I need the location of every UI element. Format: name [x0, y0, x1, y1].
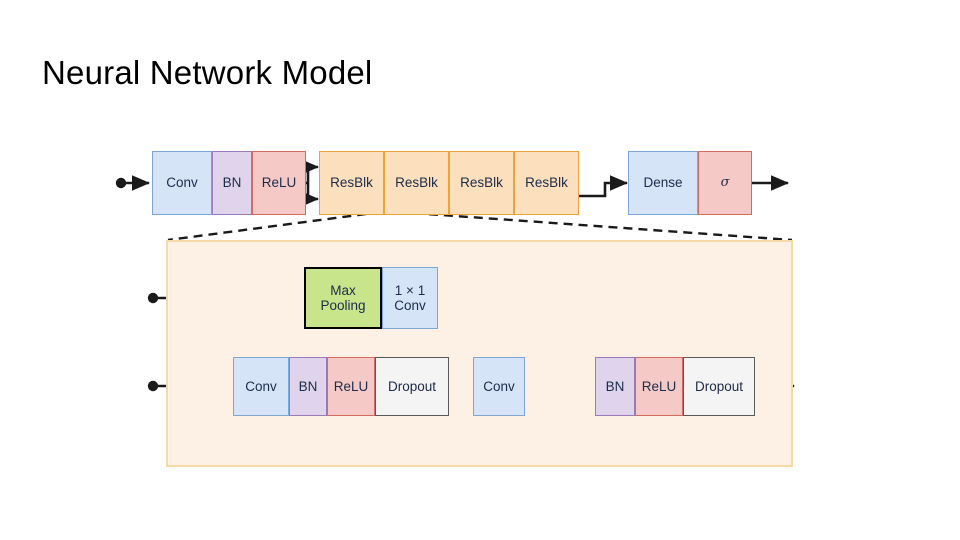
node-detail-dropout-2[interactable]: Dropout [683, 357, 755, 416]
node-stem-bn[interactable]: BN [212, 151, 252, 215]
node-sigmoid[interactable]: σ [698, 151, 752, 215]
node-detail-relu-2[interactable]: ReLU [635, 357, 683, 416]
max-pooling-line1: Max [330, 282, 356, 298]
node-detail-bn-2[interactable]: BN [595, 357, 635, 416]
node-1x1-conv[interactable]: 1 × 1 Conv [382, 267, 438, 329]
node-detail-bn-1[interactable]: BN [289, 357, 327, 416]
node-stem-relu[interactable]: ReLU [252, 151, 306, 215]
node-detail-conv-2[interactable]: Conv [473, 357, 525, 416]
node-detail-dropout-1[interactable]: Dropout [375, 357, 449, 416]
node-resblk-3[interactable]: ResBlk [449, 151, 514, 215]
node-resblk-2[interactable]: ResBlk [384, 151, 449, 215]
node-detail-relu-1[interactable]: ReLU [327, 357, 375, 416]
resblock-detail-panel [166, 240, 793, 467]
conv1x1-line1: 1 × 1 [394, 282, 426, 298]
node-dense[interactable]: Dense [628, 151, 698, 215]
node-resblk-1[interactable]: ResBlk [319, 151, 384, 215]
node-detail-conv-1[interactable]: Conv [233, 357, 289, 416]
edge-fork-lower [300, 183, 320, 207]
edge-zoom-left [167, 210, 382, 242]
node-stem-conv[interactable]: Conv [152, 151, 212, 215]
edge-resblk-to-dense [579, 175, 629, 198]
edge-fork-upper [300, 159, 320, 183]
node-resblk-4[interactable]: ResBlk [514, 151, 579, 215]
page-title: Neural Network Model [42, 54, 373, 91]
edge-zoom-right [398, 210, 793, 242]
node-max-pooling[interactable]: Max Pooling [304, 267, 382, 329]
conv1x1-line2: Conv [394, 298, 426, 313]
max-pooling-line2: Pooling [320, 298, 366, 313]
